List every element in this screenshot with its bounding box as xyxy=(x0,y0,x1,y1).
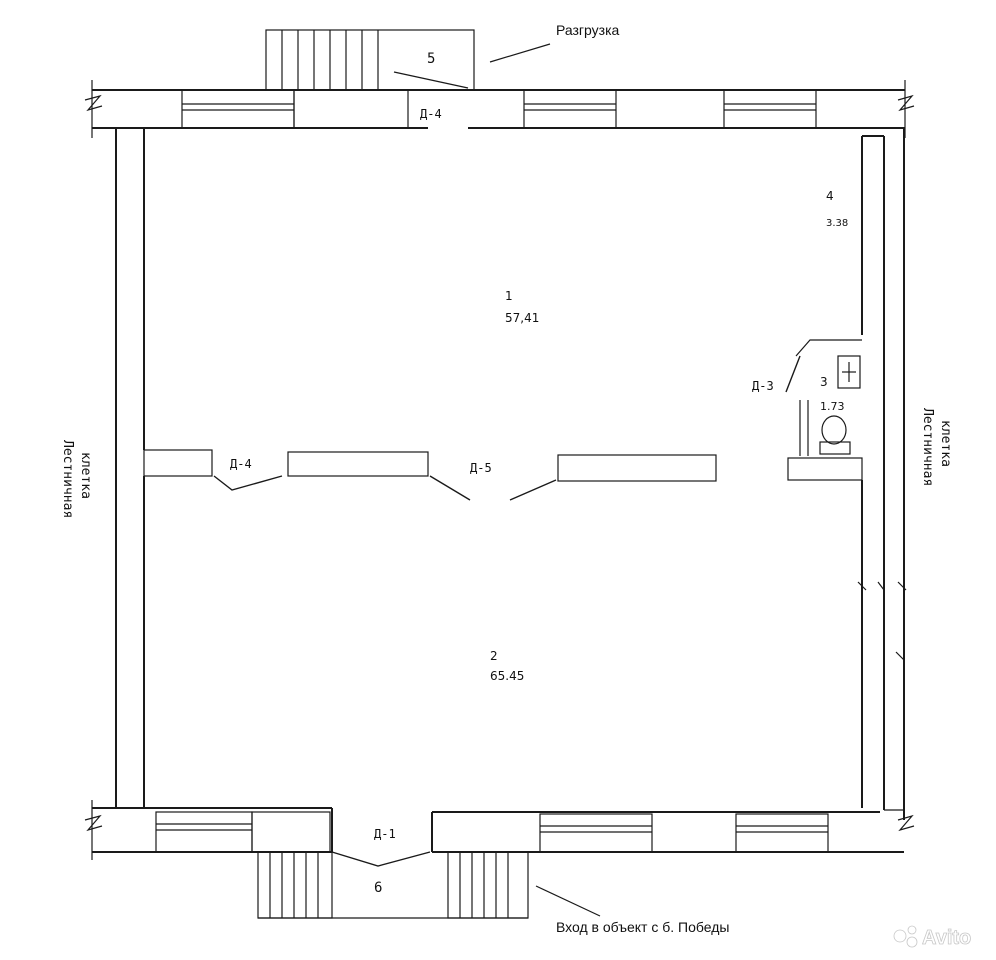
door-label-d3: Д-3 xyxy=(752,379,774,393)
bathroom xyxy=(785,339,862,456)
room-3-area: 1.73 xyxy=(820,400,845,413)
bottom-window-3 xyxy=(735,813,829,853)
room-3-number: 3 xyxy=(820,375,828,389)
right-wall-marks xyxy=(857,581,907,661)
room-4-number: 4 xyxy=(826,189,834,203)
avito-watermark: Avito xyxy=(893,925,972,949)
room-4-area: 3.38 xyxy=(826,218,848,229)
door-label-d1: Д-1 xyxy=(374,827,396,841)
opening-number-bottom: 6 xyxy=(374,880,382,896)
bottom-stairs-right xyxy=(447,851,529,919)
top-stairs xyxy=(265,29,475,91)
stairwell-left-label: Лестничная клетка xyxy=(60,440,93,518)
room-2-number: 2 xyxy=(490,649,498,663)
svg-text:клетка: клетка xyxy=(938,420,953,467)
middle-partition xyxy=(143,449,863,482)
door-d4-top-swing xyxy=(393,71,469,89)
door-d1-swing xyxy=(331,851,431,867)
entrance-leader xyxy=(535,885,601,917)
top-window-1 xyxy=(181,89,409,129)
right-wall xyxy=(861,128,905,820)
door-label-d5: Д-5 xyxy=(470,461,492,475)
door-d3-swing xyxy=(785,355,801,393)
door-label-d4-mid: Д-4 xyxy=(230,457,252,471)
top-window-3 xyxy=(723,89,817,129)
bottom-window-2 xyxy=(539,813,653,853)
svg-text:Avito: Avito xyxy=(922,927,971,949)
unloading-label: Разгрузка xyxy=(556,22,620,38)
toilet-icon xyxy=(821,415,847,445)
bottom-window-1 xyxy=(155,811,331,853)
room-1-number: 1 xyxy=(505,289,513,303)
svg-text:Лестничная: Лестничная xyxy=(920,408,935,486)
door-label-d4-top: Д-4 xyxy=(420,107,442,121)
left-wall xyxy=(115,128,145,808)
top-window-2 xyxy=(523,89,617,129)
room-1-area: 57,41 xyxy=(505,311,539,325)
unloading-leader xyxy=(489,43,551,63)
opening-number-top: 5 xyxy=(427,51,435,67)
top-wall xyxy=(84,80,915,138)
entrance-label: Вход в объект с б. Победы xyxy=(556,919,729,935)
sink-icon xyxy=(837,355,861,389)
svg-text:клетка: клетка xyxy=(78,452,93,499)
stairwell-right-label: Лестничная клетка xyxy=(920,408,953,486)
svg-text:Лестничная: Лестничная xyxy=(60,440,75,518)
room-2-area: 65.45 xyxy=(490,669,524,683)
bottom-stairs-left xyxy=(257,851,333,919)
middle-door-swings xyxy=(213,475,557,501)
